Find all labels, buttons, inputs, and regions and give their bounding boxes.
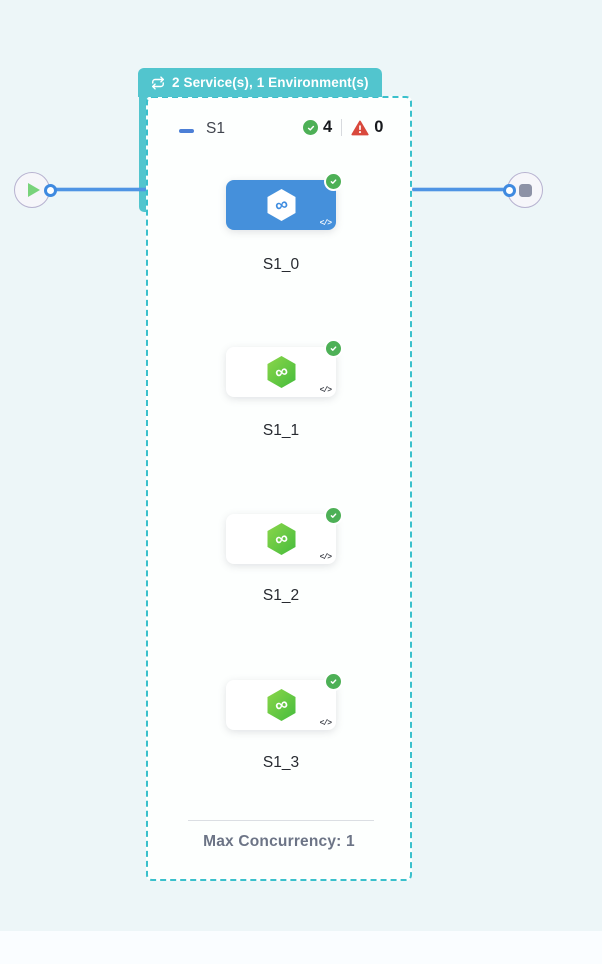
start-port <box>44 184 57 197</box>
service-hexagon-icon: ∞ <box>267 523 295 555</box>
service-node-card[interactable]: ∞ </> <box>226 172 343 230</box>
node-label: S1_2 <box>262 587 300 604</box>
success-check-icon <box>303 120 318 135</box>
infinity-icon: ∞ <box>272 193 289 216</box>
stage-name[interactable]: S1 <box>206 120 225 137</box>
services-environments-badge[interactable]: 2 Service(s), 1 Environment(s) <box>138 68 382 97</box>
stop-icon <box>518 183 532 197</box>
edge-start-to-stage <box>51 188 147 191</box>
node-success-badge-icon <box>324 506 343 525</box>
infinity-icon: ∞ <box>272 693 289 716</box>
max-concurrency-label: Max Concurrency: 1 <box>203 833 355 850</box>
service-hexagon-icon: ∞ <box>267 356 295 388</box>
code-icon: </> <box>319 386 332 395</box>
code-icon: </> <box>319 719 332 728</box>
warning-triangle-icon <box>351 120 369 135</box>
code-icon: </> <box>319 219 332 228</box>
infinity-icon: ∞ <box>272 527 289 550</box>
canvas-bottom-strip <box>0 931 602 964</box>
infinity-icon: ∞ <box>272 360 289 383</box>
service-node-card[interactable]: ∞ </> <box>226 339 343 397</box>
node-label: S1_0 <box>262 256 300 273</box>
footer-divider <box>188 820 374 821</box>
stage-collapse-dash-icon <box>179 129 194 133</box>
service-node-card[interactable]: ∞ </> <box>226 672 343 730</box>
end-port <box>503 184 516 197</box>
badge-label: 2 Service(s), 1 Environment(s) <box>172 75 369 90</box>
service-node-card[interactable]: ∞ </> <box>226 506 343 564</box>
service-hexagon-icon: ∞ <box>267 689 295 721</box>
node-success-badge-icon <box>324 672 343 691</box>
node-success-badge-icon <box>324 172 343 191</box>
edge-stage-to-end <box>412 188 504 191</box>
node-success-badge-icon <box>324 339 343 358</box>
error-count: 0 <box>374 118 384 136</box>
status-divider <box>341 119 343 136</box>
code-icon: </> <box>319 553 332 562</box>
node-label: S1_3 <box>262 754 300 771</box>
play-icon <box>28 183 40 197</box>
stage-execution-panel: S1 4 0 ∞ </> S1_0 <box>146 96 412 881</box>
node-label: S1_1 <box>262 422 300 439</box>
loop-icon <box>152 75 164 90</box>
success-count: 4 <box>323 118 333 136</box>
service-hexagon-icon: ∞ <box>267 189 295 221</box>
stage-status-summary: 4 0 <box>303 118 383 137</box>
